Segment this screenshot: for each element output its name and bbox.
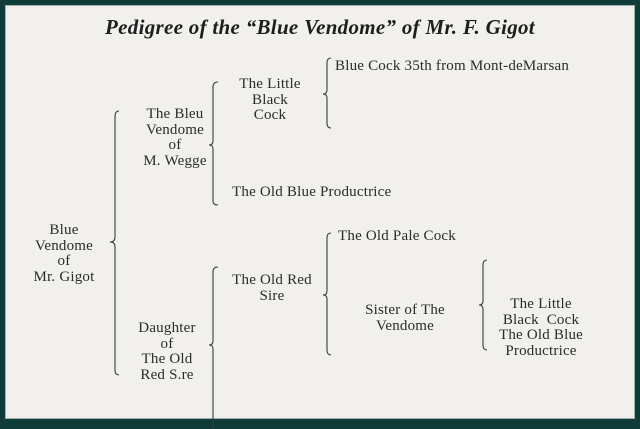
- bracket-root: [109, 110, 120, 376]
- node-sire-sire: The Little Black Cock: [239, 76, 301, 124]
- node-dam: Daughter of The Old Red S.re: [138, 320, 196, 383]
- node-dam-sire-dam-line: Sister of The: [365, 302, 445, 318]
- node-sire-sire-sire: Blue Cock 35th from Mont-deMarsan: [335, 58, 570, 74]
- node-parents-line: The Old Blue: [498, 327, 584, 343]
- node-dam-sire: The Old Red Sire: [232, 272, 312, 304]
- node-parents-line: The Little: [510, 296, 572, 312]
- node-dam-sire-dam-parents: The Little Black Cock The Old Blue Produ…: [498, 296, 584, 359]
- node-sire: The Bleu Vendome of M. Wegge: [143, 106, 207, 169]
- node-sire-line: Vendome: [145, 121, 205, 138]
- node-sire-sire-line: Cock: [253, 107, 287, 123]
- node-sire-dam: The Old Blue Productrice: [232, 184, 392, 200]
- node-dam-sire-dam: Sister of The Vendome: [365, 302, 445, 334]
- document-page: Pedigree of the “Blue Vendome” of Mr. F.…: [5, 5, 635, 429]
- node-parents-line: Black Cock: [502, 311, 580, 328]
- node-parents-line: Productrice: [505, 342, 577, 359]
- node-dam-sire-sire: The Old Pale Cock: [338, 228, 456, 244]
- node-root-line: of: [57, 253, 71, 269]
- node-dam-sire-dam-line: Vendome: [375, 317, 435, 334]
- node-sire-sire-line: Black: [252, 91, 288, 108]
- node-dam-line: Red S.re: [140, 366, 194, 383]
- node-dam-line: Daughter: [138, 320, 196, 336]
- node-sire-line: M. Wegge: [143, 152, 207, 169]
- node-sire-line: The Bleu: [146, 106, 204, 122]
- bracket-dam-sire: [322, 232, 332, 356]
- bracket-sire: [208, 81, 219, 206]
- bracket-dam: [208, 266, 219, 429]
- pedigree-brackets: [109, 57, 488, 429]
- bracket-sire-sire: [322, 57, 332, 129]
- page-title: Pedigree of the “Blue Vendome” of Mr. F.…: [105, 15, 535, 39]
- node-dam-sire-line: The Old Red: [232, 272, 312, 288]
- node-sire-sire-line: The Little: [239, 76, 301, 92]
- node-root-line: Blue: [49, 222, 79, 238]
- node-sire-line: of: [168, 137, 182, 153]
- node-root-line: Vendome: [34, 237, 94, 254]
- node-root-line: Mr. Gigot: [33, 268, 95, 285]
- node-dam-sire-line: Sire: [259, 287, 285, 304]
- node-dam-line: The Old: [141, 351, 193, 367]
- bracket-dam-sire-dam: [478, 259, 488, 351]
- node-dam-line: of: [160, 335, 174, 352]
- node-root: Blue Vendome of Mr. Gigot: [33, 222, 95, 285]
